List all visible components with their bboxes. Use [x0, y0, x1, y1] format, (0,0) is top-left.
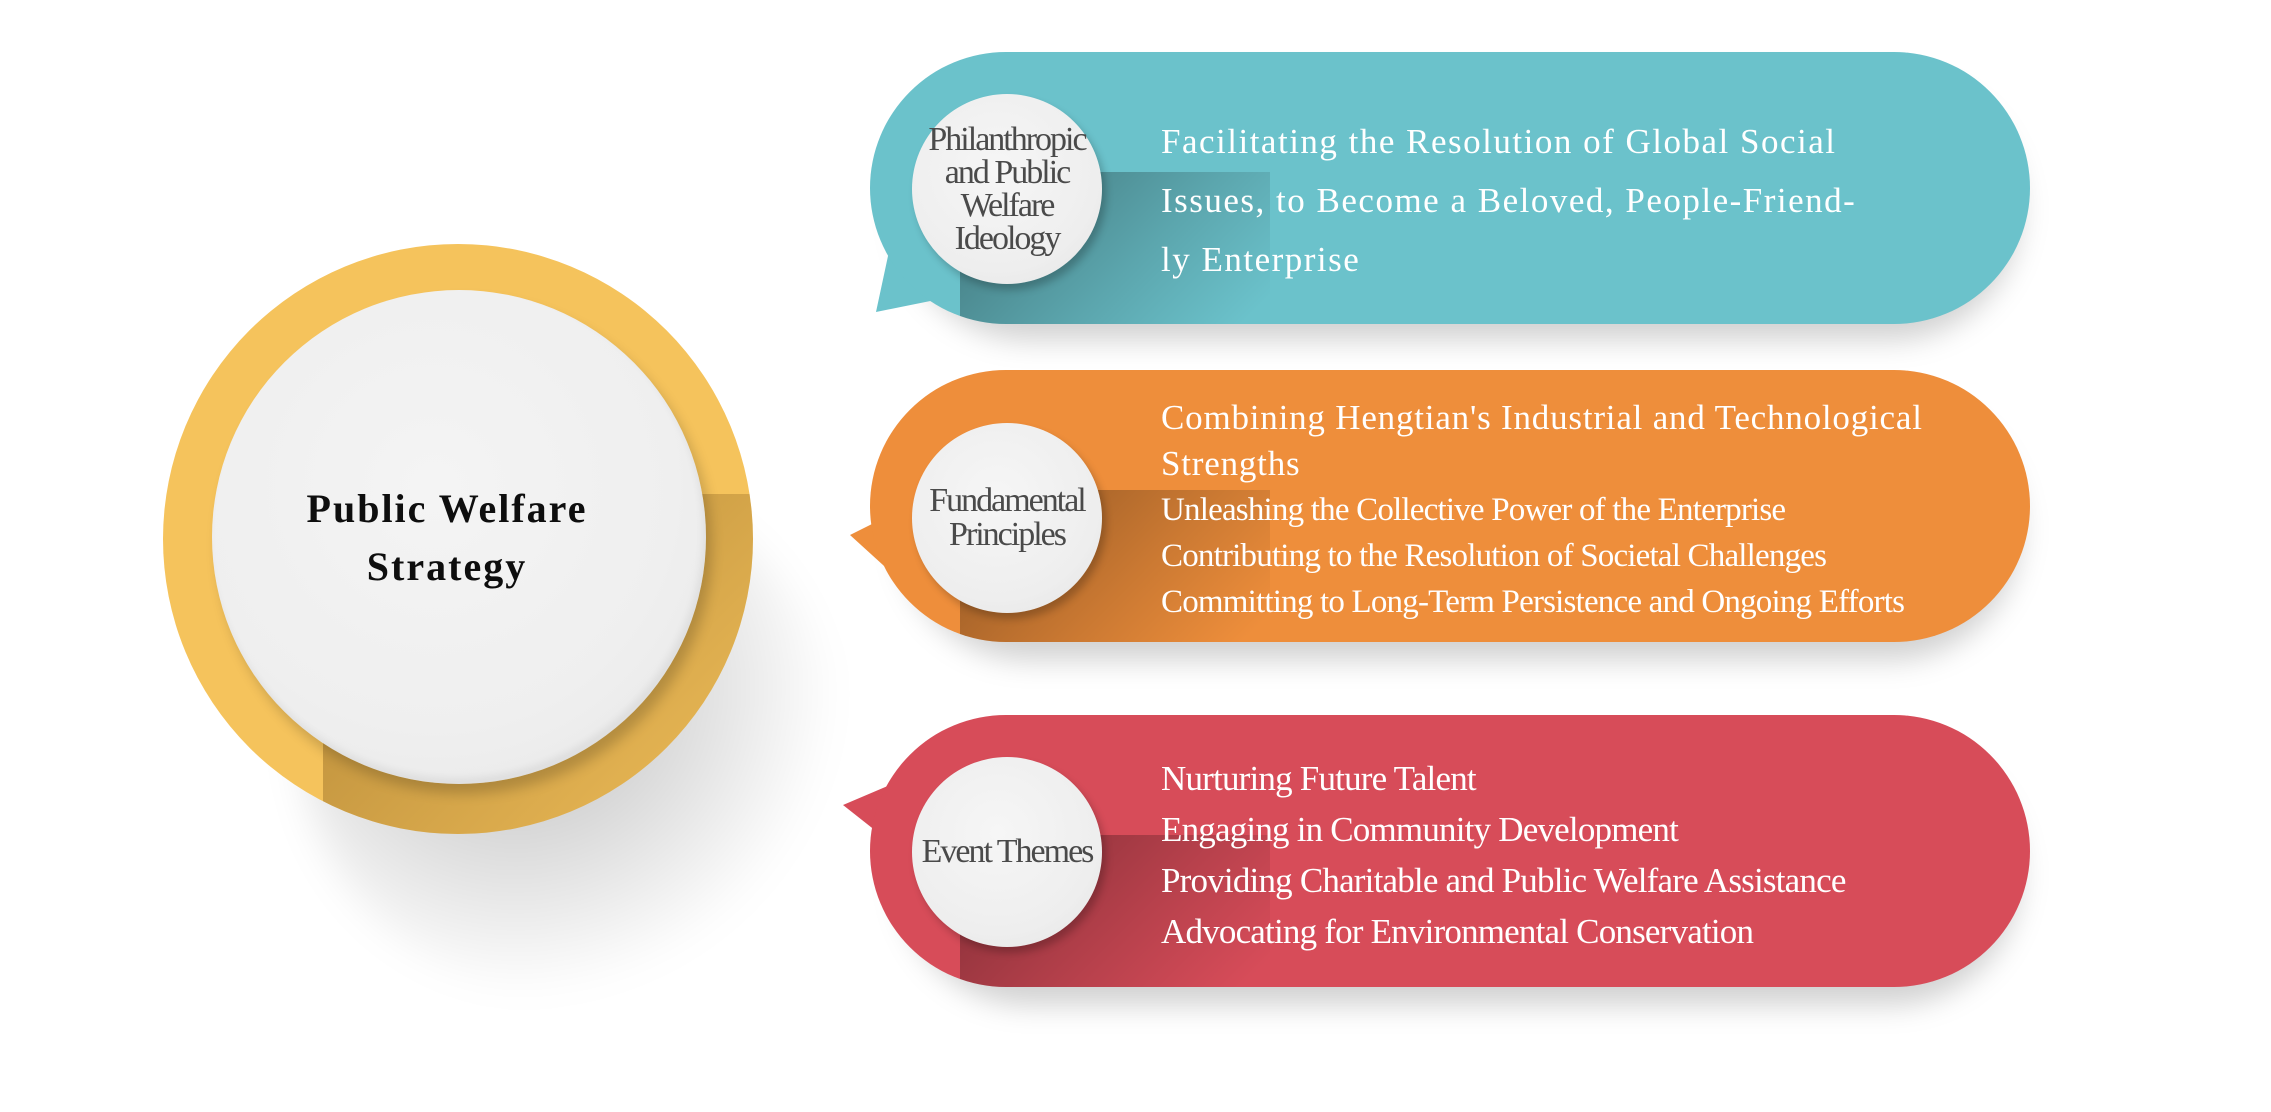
center-title: Public Welfare Strategy: [212, 480, 682, 596]
text-line: ly Enterprise: [1161, 240, 1361, 279]
text-line: Issues, to Become a Beloved, People-Frie…: [1161, 181, 1857, 220]
label-line: Philanthropic: [928, 121, 1087, 158]
center-disc: [212, 290, 706, 784]
label-line: Welfare: [960, 187, 1056, 224]
text-line: Providing Charitable and Public Welfare …: [1161, 861, 1846, 900]
text-line: Facilitating the Resolution of Global So…: [1161, 122, 1837, 161]
themes-label: Event Themes: [912, 757, 1102, 947]
label-line: Ideology: [954, 220, 1062, 257]
text-line: Committing to Long-Term Persistence and …: [1161, 584, 1905, 620]
themes-disc: [912, 757, 1102, 947]
label-line: Principles: [949, 516, 1067, 553]
themes-text: Nurturing Future Talent Engaging in Comm…: [1161, 753, 1991, 957]
text-line: Nurturing Future Talent: [1161, 759, 1477, 798]
label-line: and Public: [944, 154, 1071, 191]
ideology-text: Facilitating the Resolution of Global So…: [1161, 112, 1951, 289]
text-line: Advocating for Environmental Conservatio…: [1161, 912, 1754, 951]
text-line: Unleashing the Collective Power of the E…: [1161, 492, 1786, 528]
principles-label: Fundamental Principles: [912, 423, 1102, 613]
text-line: Strengths: [1161, 444, 1301, 483]
center-title-line: Strategy: [366, 544, 528, 589]
principles-disc: [912, 423, 1102, 613]
text-line: Combining Hengtian's Industrial and Tech…: [1161, 398, 1923, 437]
text-line: Engaging in Community Development: [1161, 810, 1679, 849]
label-line: Fundamental: [929, 482, 1087, 519]
label-line: Event Themes: [921, 833, 1095, 870]
text-line: Contributing to the Resolution of Societ…: [1161, 538, 1827, 574]
center-title-line: Public Welfare: [306, 486, 588, 531]
ideology-disc: [912, 94, 1102, 284]
principles-text: Combining Hengtian's Industrial and Tech…: [1161, 395, 1991, 625]
ideology-label: Philanthropic and Public Welfare Ideolog…: [912, 94, 1102, 284]
